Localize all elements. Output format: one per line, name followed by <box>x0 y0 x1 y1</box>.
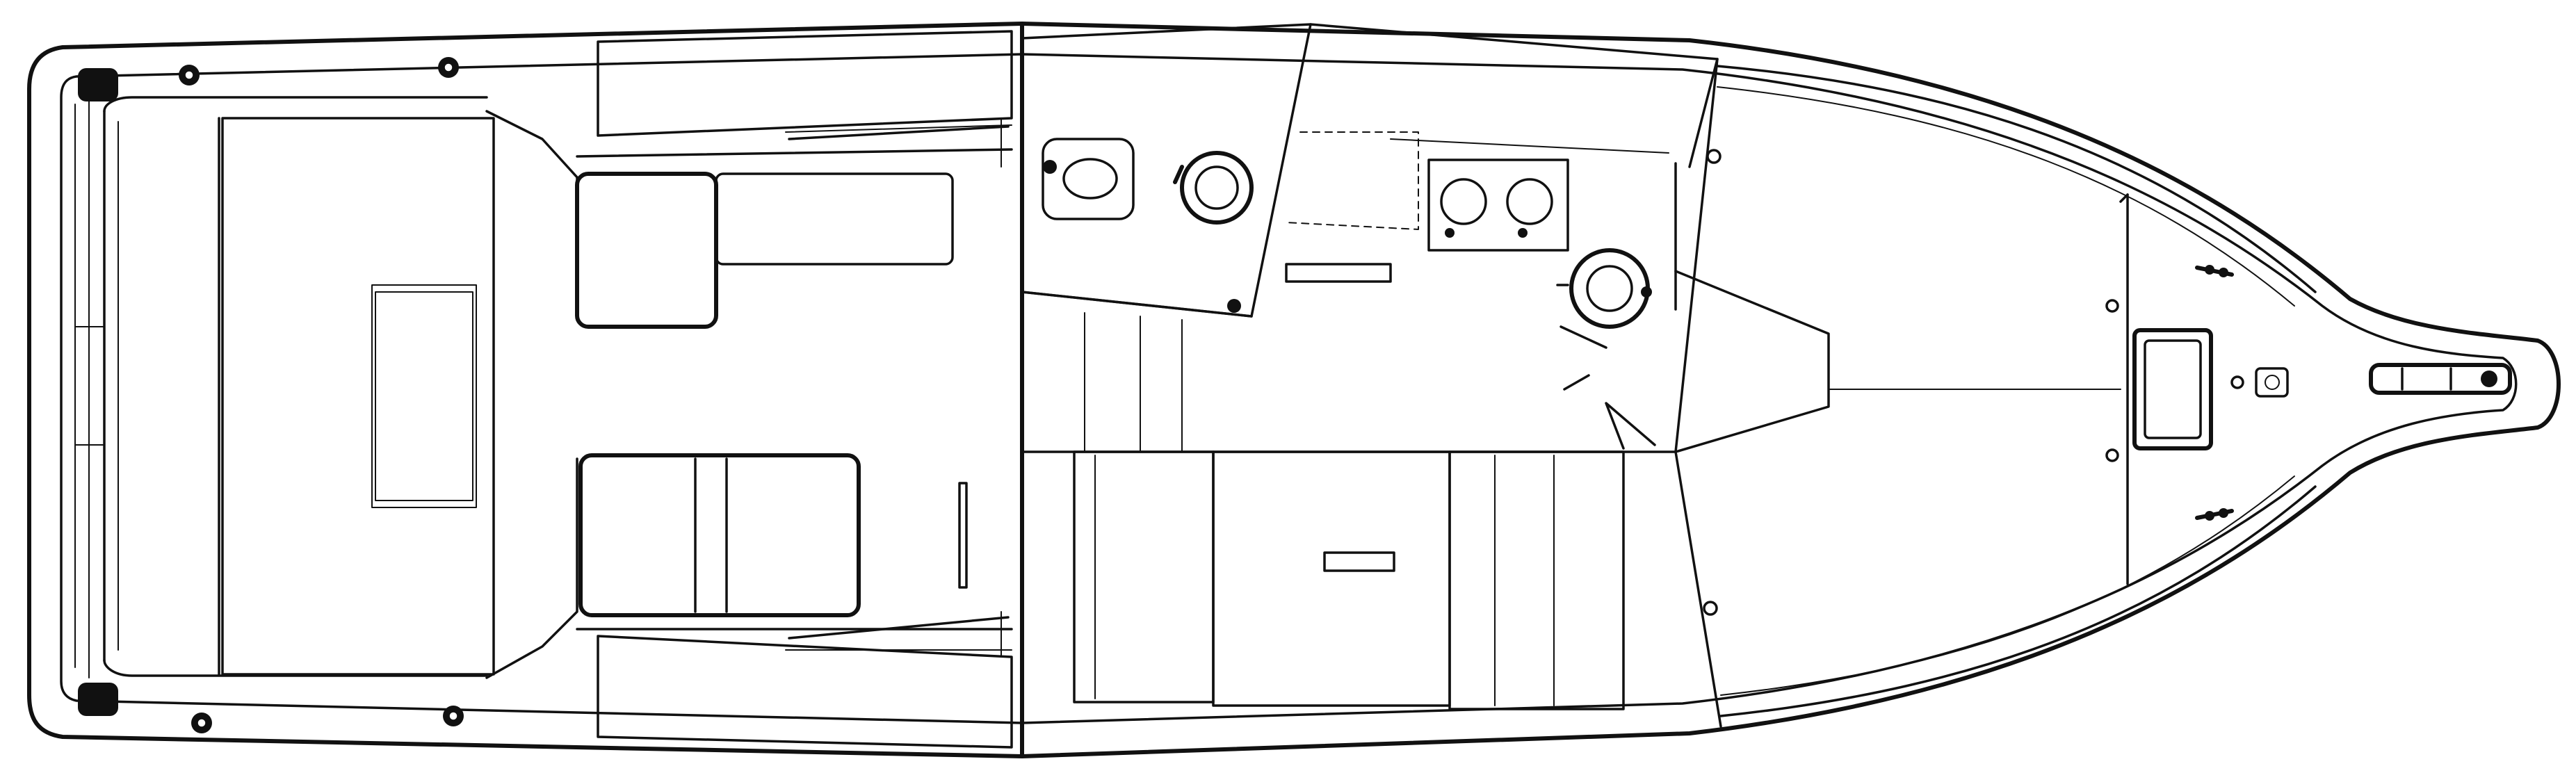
bulkhead <box>1020 22 1677 758</box>
bow-pulpit <box>2369 363 2512 395</box>
steering-wheel-icon <box>1173 151 1254 313</box>
cockpit-coamings <box>485 30 1013 749</box>
cabin-top <box>1674 58 2121 728</box>
hatch-icon <box>375 291 473 501</box>
transom <box>74 96 488 678</box>
deck-fitting-icon <box>1703 149 2244 616</box>
helm-seat <box>575 172 954 617</box>
sink-icon <box>1042 138 1135 220</box>
anchor-windlass-icon <box>2255 367 2289 398</box>
gauge-icon <box>1427 158 1569 252</box>
dash-panel <box>1286 131 1669 230</box>
hull-outline <box>27 22 2561 758</box>
hatch-icon <box>2132 328 2213 450</box>
steering-wheel-icon <box>1556 248 1652 329</box>
cockpit <box>218 117 495 676</box>
cleat-icon <box>78 68 118 716</box>
bow-deck <box>1716 65 2317 717</box>
side-deck <box>576 117 1013 658</box>
cleat-icon <box>2195 265 2234 521</box>
foredeck-cushion <box>1073 263 1625 710</box>
cabin-dividers <box>1084 312 1656 453</box>
rod-holder-icon <box>179 57 464 733</box>
